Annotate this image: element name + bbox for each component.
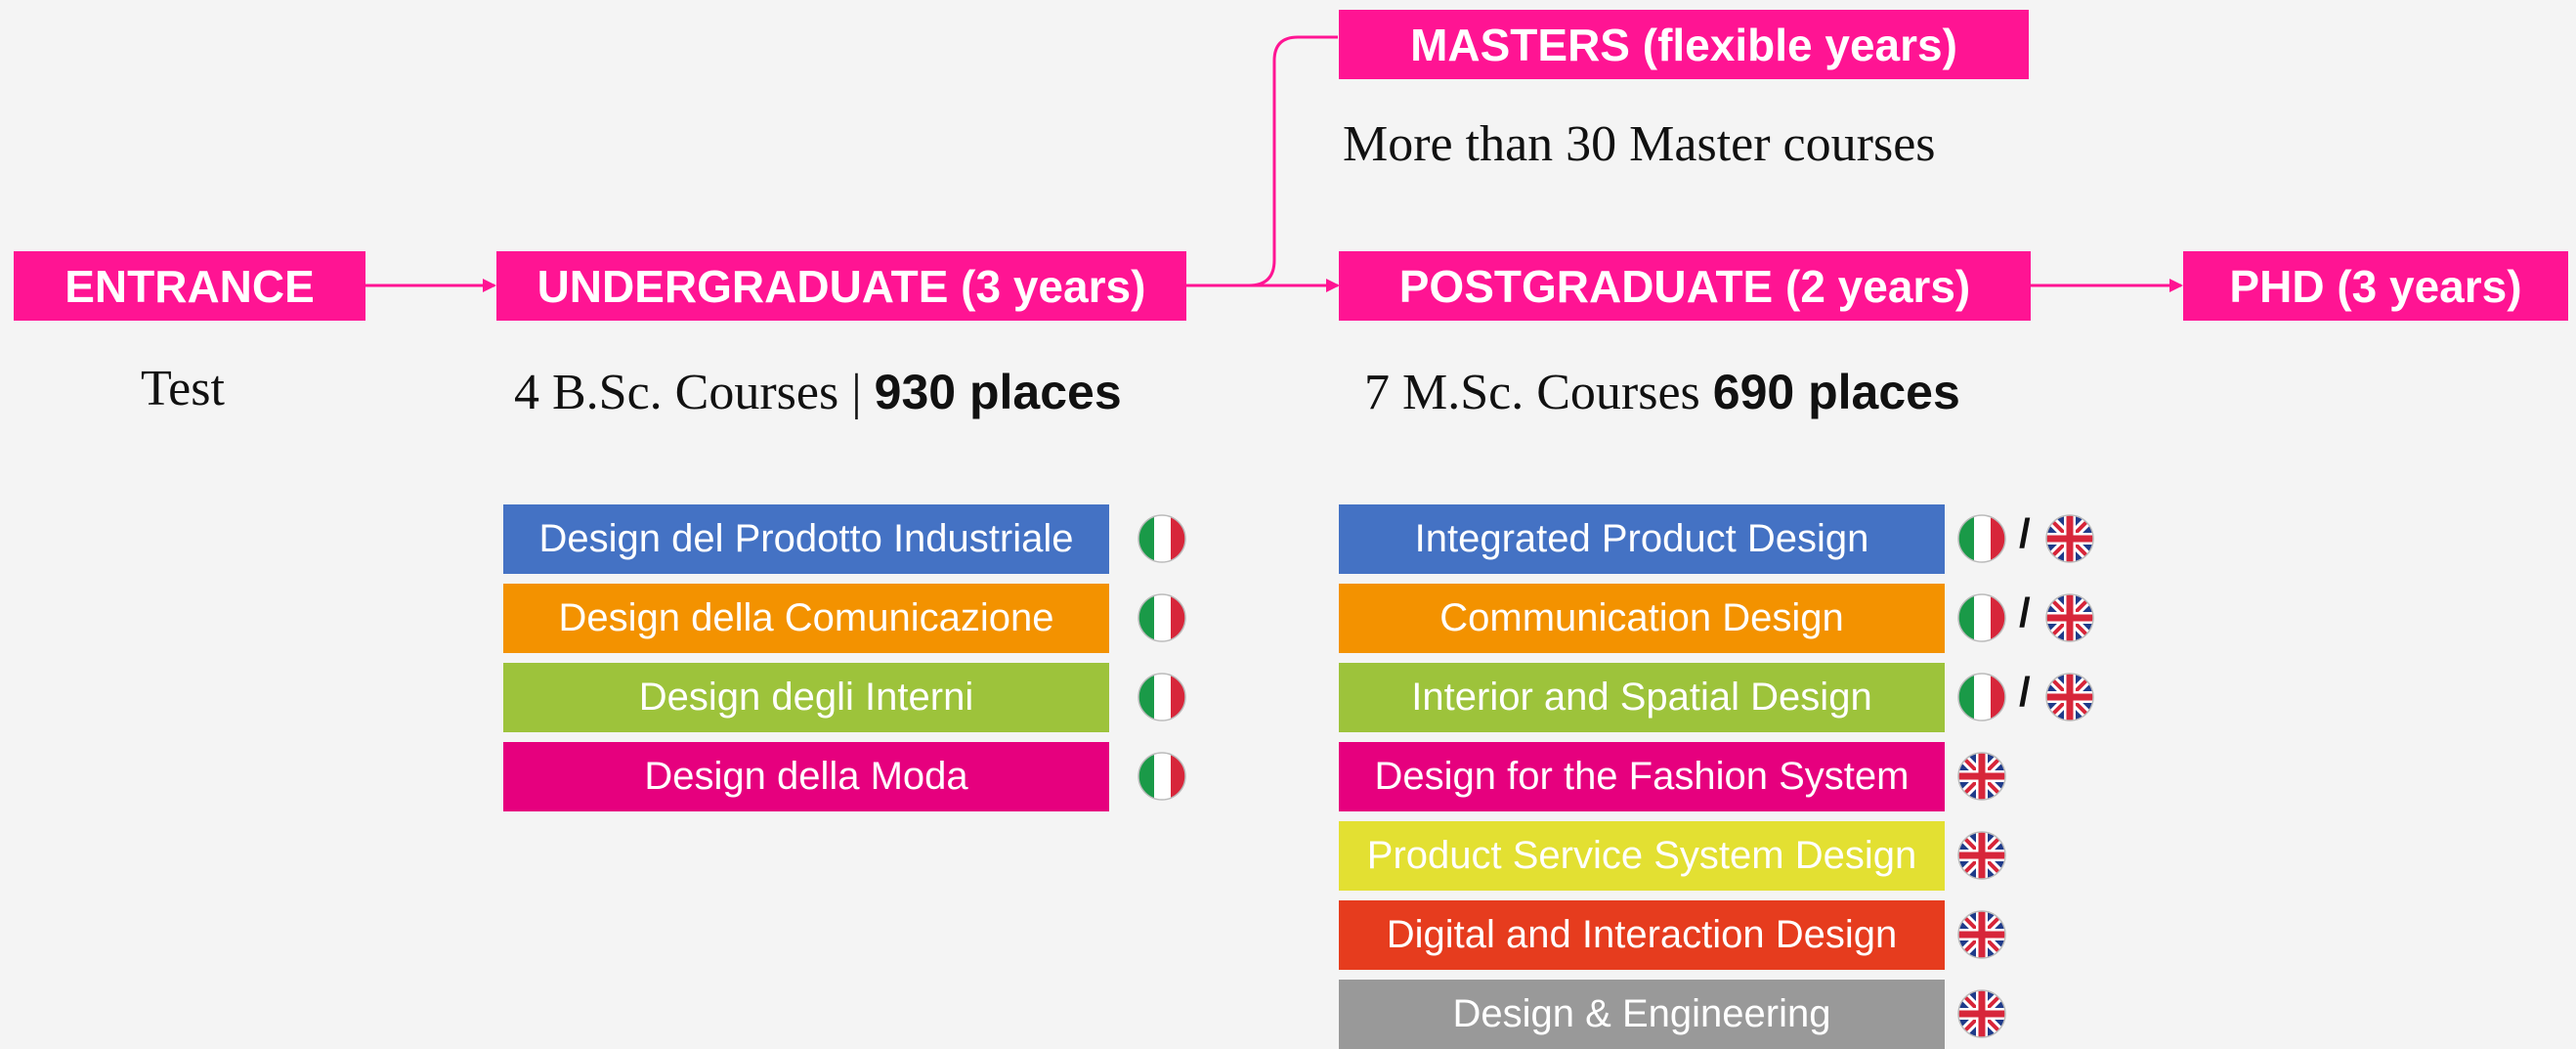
- undergraduate-course-1: Design del Prodotto Industriale: [503, 504, 1109, 574]
- postgraduate-note: 7 M.Sc. Courses 690 places: [1364, 364, 1960, 421]
- italian-flag-icon: [1137, 513, 1187, 564]
- undergraduate-note: 4 B.Sc. Courses | 930 places: [514, 364, 1122, 421]
- uk-flag-icon: [1956, 988, 2007, 1039]
- language-separator: /: [2019, 510, 2031, 556]
- undergraduate-box: UNDERGRADUATE (3 years): [496, 251, 1186, 321]
- uk-flag-icon: [1956, 751, 2007, 802]
- postgraduate-course-2: Communication Design: [1339, 584, 1945, 653]
- language-separator: /: [2019, 669, 2031, 715]
- italian-flag-icon: [1956, 513, 2007, 564]
- postgraduate-course-4: Design for the Fashion System: [1339, 742, 1945, 811]
- postgraduate-places: 690 places: [1712, 365, 1960, 419]
- postgraduate-box: POSTGRADUATE (2 years): [1339, 251, 2031, 321]
- uk-flag-icon: [1956, 909, 2007, 960]
- postgraduate-course-3: Interior and Spatial Design: [1339, 663, 1945, 732]
- language-separator: /: [2019, 590, 2031, 635]
- undergraduate-course-3: Design degli Interni: [503, 663, 1109, 732]
- undergraduate-course-count: 4 B.Sc. Courses |: [514, 365, 875, 420]
- postgraduate-course-7: Design & Engineering: [1339, 980, 1945, 1049]
- italian-flag-icon: [1956, 592, 2007, 643]
- uk-flag-icon: [2044, 513, 2095, 564]
- postgraduate-course-count: 7 M.Sc. Courses: [1364, 365, 1713, 420]
- uk-flag-icon: [2044, 672, 2095, 722]
- phd-box: PHD (3 years): [2183, 251, 2568, 321]
- entrance-box: ENTRANCE: [14, 251, 365, 321]
- italian-flag-icon: [1137, 751, 1187, 802]
- postgraduate-course-1: Integrated Product Design: [1339, 504, 1945, 574]
- italian-flag-icon: [1137, 672, 1187, 722]
- postgraduate-course-6: Digital and Interaction Design: [1339, 900, 1945, 970]
- undergraduate-places: 930 places: [874, 365, 1122, 419]
- masters-box: MASTERS (flexible years): [1339, 10, 2029, 79]
- undergraduate-course-4: Design della Moda: [503, 742, 1109, 811]
- postgraduate-course-5: Product Service System Design: [1339, 821, 1945, 891]
- uk-flag-icon: [2044, 592, 2095, 643]
- undergraduate-course-2: Design della Comunicazione: [503, 584, 1109, 653]
- uk-flag-icon: [1956, 830, 2007, 881]
- arrow-undergraduate-to-masters: [1186, 35, 1338, 287]
- entrance-note: Test: [141, 361, 225, 416]
- italian-flag-icon: [1137, 592, 1187, 643]
- masters-note: More than 30 Master courses: [1343, 116, 1936, 172]
- italian-flag-icon: [1956, 672, 2007, 722]
